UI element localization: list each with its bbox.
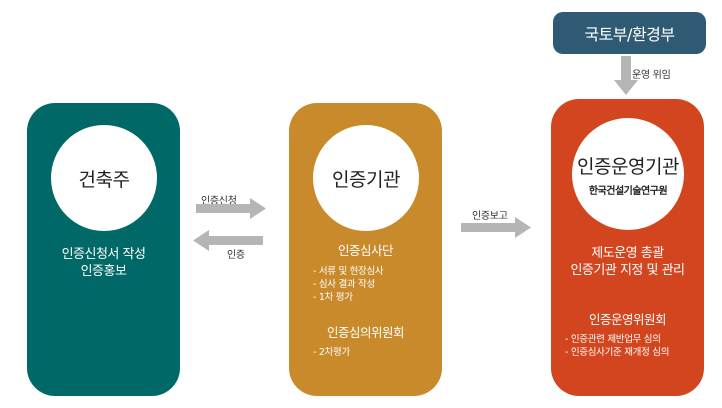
operator-title: 인증운영기관 bbox=[577, 155, 679, 178]
list-item: - 2차평가 bbox=[313, 347, 350, 358]
list-item: - 서류 및 현장심사 bbox=[313, 266, 384, 277]
owner-desc-line-1: 인증신청서 작성 bbox=[61, 247, 146, 262]
institution-group2-title: 인증심의위원회 bbox=[326, 325, 405, 340]
owner-circle: 건축주 bbox=[51, 125, 157, 231]
list-item: - 심사 결과 작성 bbox=[313, 279, 375, 290]
owner-title: 건축주 bbox=[78, 168, 130, 191]
operator-desc: 제도운영 총괄 인증기관 지정 및 관리 bbox=[551, 245, 704, 279]
institution-group1-list: - 서류 및 현장심사 - 심사 결과 작성 - 1차 평가 bbox=[313, 265, 384, 304]
institution-title: 인증기관 bbox=[332, 168, 400, 191]
operator-committee-title: 인증운영위원회 bbox=[588, 312, 667, 327]
ministry-label: 국토부/환경부 bbox=[584, 25, 675, 44]
owner-desc-line-2: 인증홍보 bbox=[80, 264, 127, 279]
delegate-arrow bbox=[614, 56, 638, 95]
operator-desc-line-2: 인증기관 지정 및 관리 bbox=[570, 263, 685, 278]
list-item: - 인증관련 제반업무 심의 bbox=[565, 334, 661, 345]
owner-card: 건축주 인증신청서 작성 인증홍보 bbox=[27, 103, 180, 396]
list-item: - 1차 평가 bbox=[313, 292, 353, 303]
apply-label: 인증신청 bbox=[201, 196, 237, 207]
operator-card: 인증운영기관 한국건설기술연구원 제도운영 총괄 인증기관 지정 및 관리 인증… bbox=[551, 99, 704, 396]
institution-card: 인증기관 인증심사단 - 서류 및 현장심사 - 심사 결과 작성 - 1차 평… bbox=[289, 103, 442, 396]
delegate-label: 운영 위임 bbox=[632, 70, 671, 81]
operator-desc-line-1: 제도운영 총괄 bbox=[591, 246, 664, 261]
institution-circle: 인증기관 bbox=[313, 125, 419, 231]
owner-desc: 인증신청서 작성 인증홍보 bbox=[27, 246, 180, 280]
ministry-box: 국토부/환경부 bbox=[553, 12, 706, 54]
operator-subtitle: 한국건설기술연구원 bbox=[588, 185, 668, 197]
report-label: 인증보고 bbox=[472, 211, 508, 222]
operator-circle: 인증운영기관 한국건설기술연구원 bbox=[572, 118, 684, 230]
institution-group1-title: 인증심사단 bbox=[337, 243, 394, 258]
operator-committee-list: - 인증관련 제반업무 심의 - 인증심사기준 재개정 심의 bbox=[565, 333, 669, 359]
report-arrow bbox=[461, 217, 531, 238]
list-item: - 인증심사기준 재개정 심의 bbox=[565, 347, 670, 358]
institution-group2-list: - 2차평가 bbox=[313, 346, 350, 359]
certify-label: 인증 bbox=[227, 250, 245, 261]
certify-arrow bbox=[193, 230, 263, 251]
apply-arrow bbox=[196, 198, 266, 219]
